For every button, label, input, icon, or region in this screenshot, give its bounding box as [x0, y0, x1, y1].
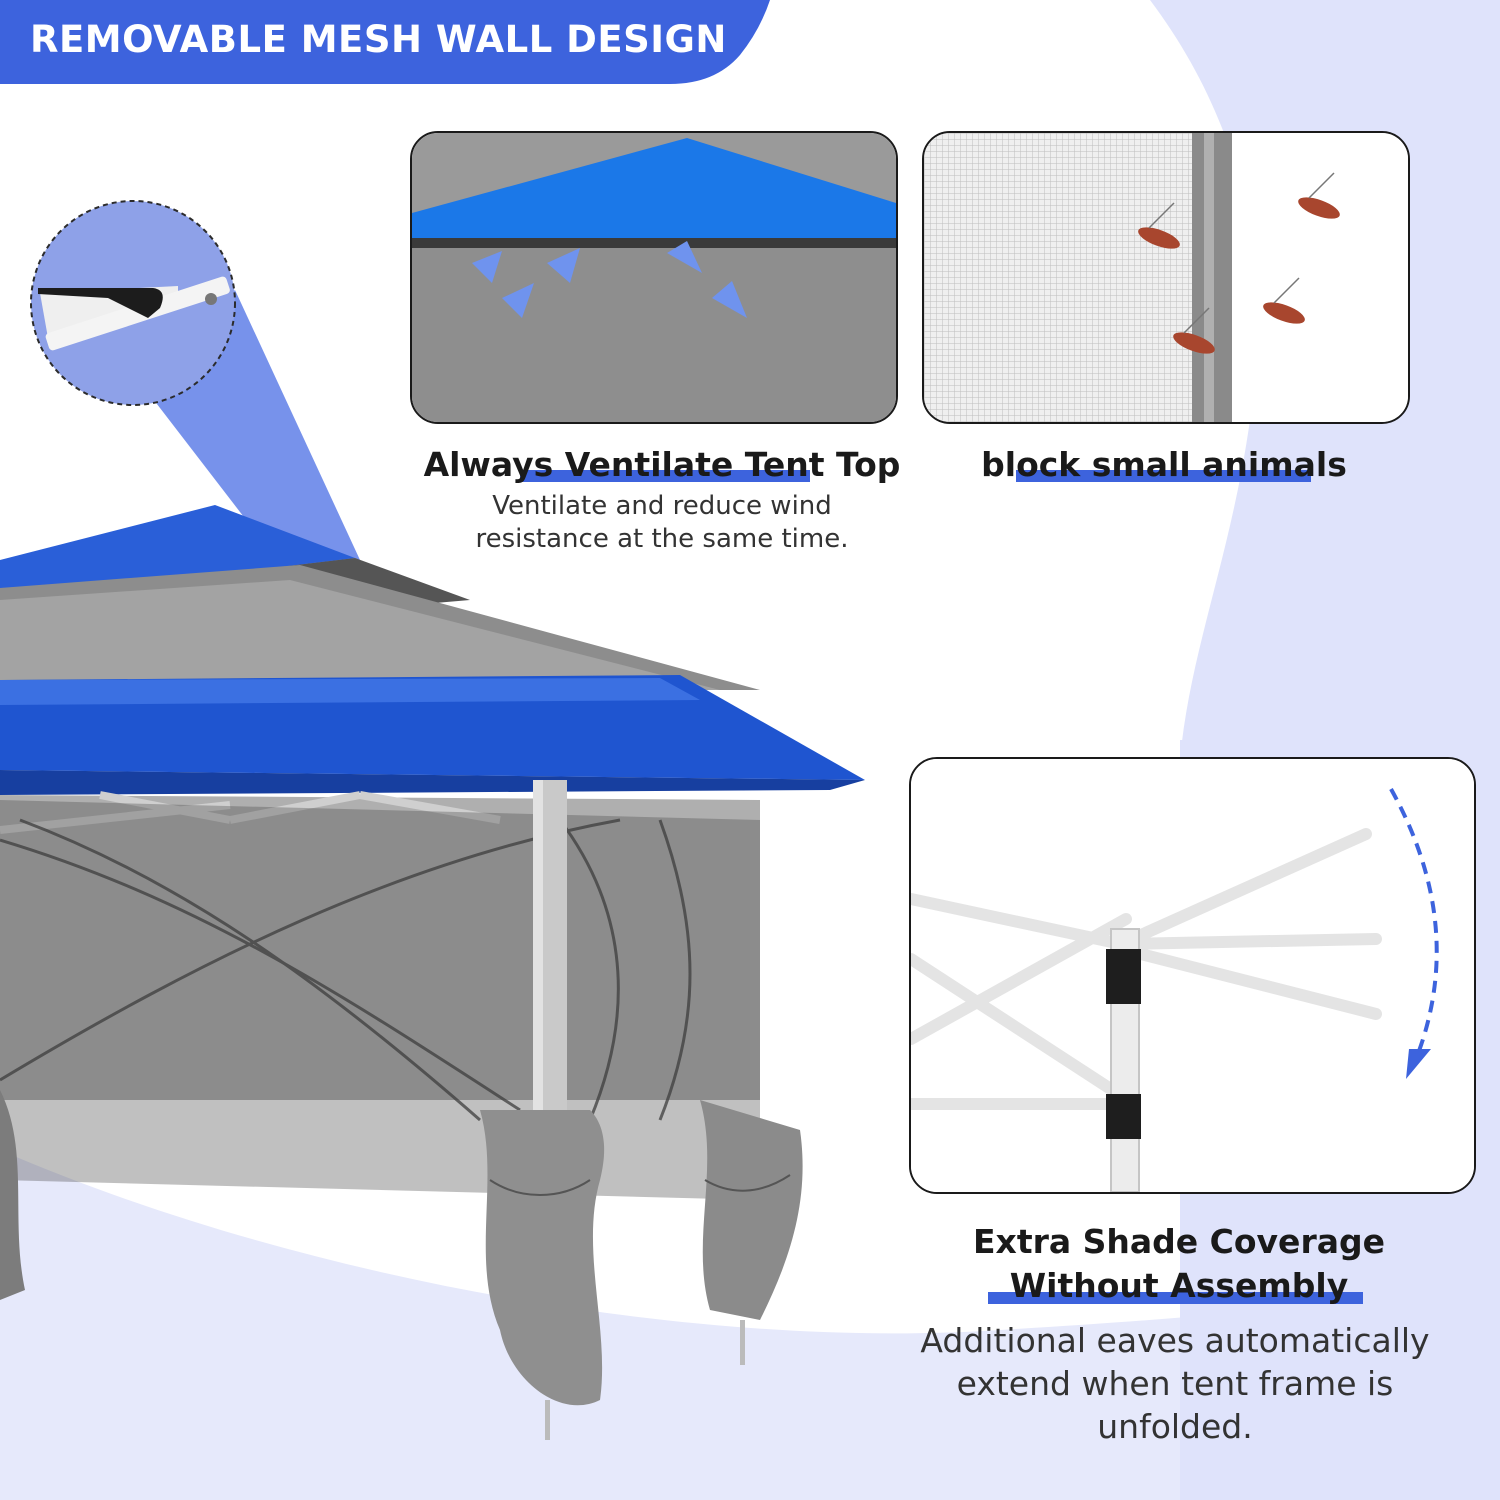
ventilation-panel [410, 131, 898, 424]
airflow-arrow-icon [472, 241, 747, 318]
mesh-panel [922, 131, 1410, 424]
shade-desc-line-2: extend when tent frame is [956, 1364, 1394, 1403]
ventilate-desc-line-2: resistance at the same time. [475, 524, 849, 554]
shade-desc-line-3: unfolded. [1097, 1407, 1253, 1446]
mosquito-icon [1138, 197, 1340, 354]
title-underline [1016, 470, 1311, 482]
shade-title-line-1: Extra Shade Coverage [973, 1222, 1385, 1261]
header-title: REMOVABLE MESH WALL DESIGN [30, 18, 727, 61]
frame-panel [909, 757, 1476, 1194]
header-banner [0, 0, 770, 84]
zoom-callout-latch-icon [30, 200, 236, 406]
shade-title-line-2: Without Assembly [1009, 1266, 1349, 1305]
title-underline [520, 470, 810, 482]
fold-arrow-icon [1389, 788, 1439, 1060]
block-animals-title: block small animals [981, 445, 1347, 484]
shade-desc-line-1: Additional eaves automatically [920, 1321, 1430, 1360]
main-tent-illustration [0, 290, 865, 1440]
title-underline [988, 1292, 1363, 1304]
ventilate-title: Always Ventilate Tent Top [423, 445, 901, 484]
ventilate-desc-line-1: Ventilate and reduce wind [492, 491, 832, 521]
